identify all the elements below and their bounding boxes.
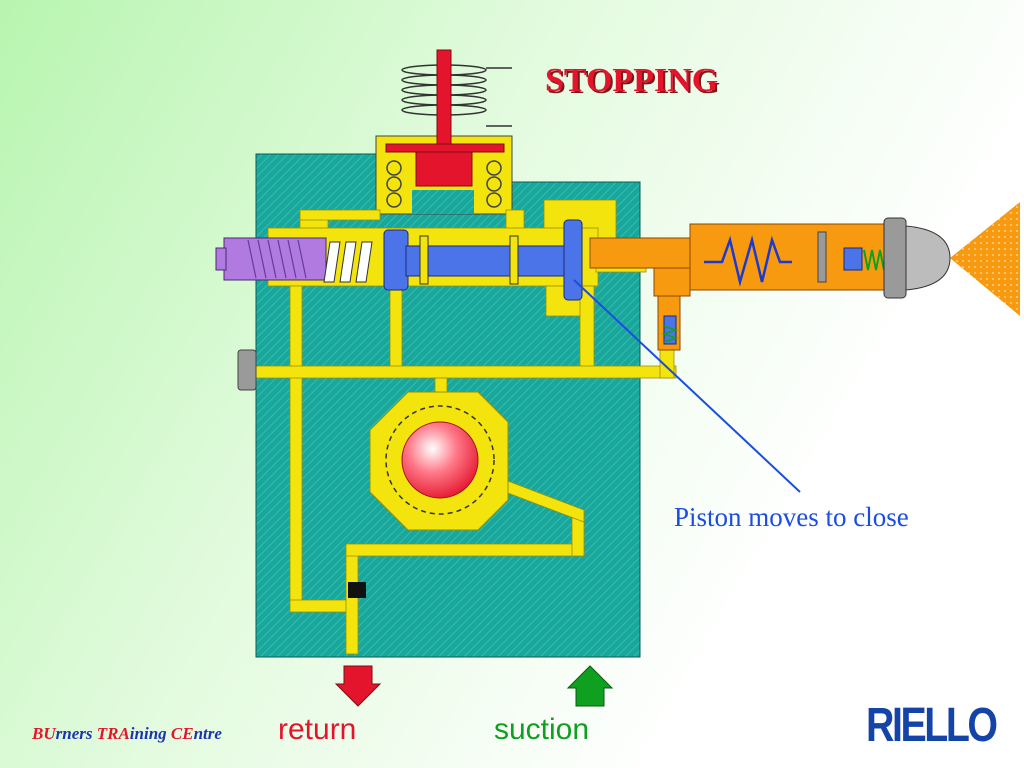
footer-brand: BUrners TRAining CEntre bbox=[32, 724, 222, 744]
annotation-pointer bbox=[573, 279, 801, 493]
solenoid-stem bbox=[385, 49, 505, 187]
stem-springs bbox=[386, 160, 502, 208]
footer-part: BU bbox=[32, 724, 56, 743]
side-plug bbox=[237, 349, 257, 391]
riello-logo: RIELLO bbox=[866, 699, 998, 752]
ball-chamber bbox=[369, 391, 509, 531]
footer-part: rners bbox=[55, 724, 97, 743]
piston-annotation: Piston moves to close bbox=[674, 502, 909, 532]
footer-part: ining bbox=[129, 724, 171, 743]
slide-title: STOPPING bbox=[545, 62, 719, 99]
spray-cone bbox=[950, 202, 1020, 316]
footer-part: CE bbox=[170, 724, 194, 743]
nozzle-valve bbox=[589, 223, 889, 351]
suction-label: suction bbox=[494, 713, 590, 746]
adjusting-screw bbox=[215, 237, 327, 281]
piston bbox=[383, 219, 583, 301]
return-arrow bbox=[334, 665, 382, 707]
check-ball bbox=[401, 421, 479, 499]
solenoid-coil bbox=[401, 64, 512, 127]
footer-part: TRA bbox=[96, 724, 130, 743]
restrictor bbox=[348, 582, 366, 598]
nozzle-cap bbox=[883, 217, 951, 299]
footer-part: ntre bbox=[193, 724, 222, 743]
return-label: return bbox=[278, 713, 357, 746]
regulator-spring bbox=[323, 241, 373, 283]
suction-arrow bbox=[566, 665, 614, 707]
